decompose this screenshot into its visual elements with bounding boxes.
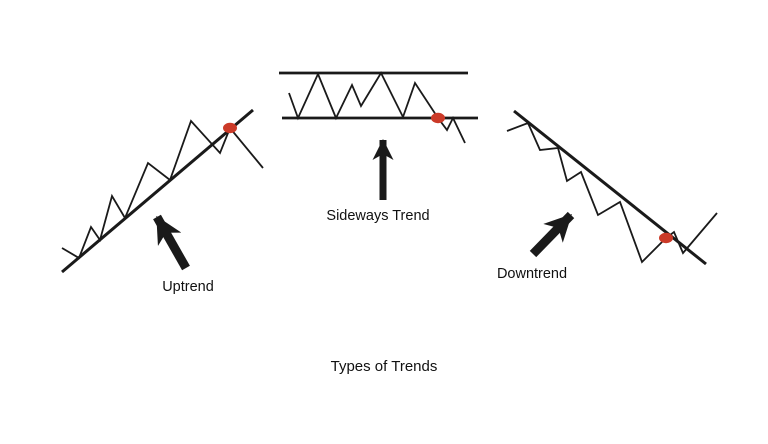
sideways-trend-diagram: Sideways Trend: [279, 71, 478, 224]
downtrend-trendline: [513, 109, 707, 266]
downtrend-diagram: Downtrend: [497, 109, 718, 282]
downtrend-pointer-arrow: [529, 211, 575, 258]
downtrend-label: Downtrend: [497, 266, 567, 282]
uptrend-trendline: [61, 108, 254, 274]
uptrend-label: Uptrend: [162, 279, 214, 295]
uptrend-break-marker-dot: [223, 122, 237, 134]
sideways-trend-label: Sideways Trend: [326, 208, 429, 224]
downtrend-break-marker-dot: [659, 232, 673, 244]
sideways-break-marker-dot: [431, 112, 445, 124]
downtrend-price-zigzag: [506, 121, 718, 264]
sideways-price-zigzag: [288, 71, 466, 144]
uptrend-pointer-arrow: [153, 214, 190, 271]
uptrend-price-zigzag: [61, 119, 264, 260]
figure-title: Types of Trends: [331, 358, 438, 375]
uptrend-diagram: Uptrend: [61, 108, 264, 295]
